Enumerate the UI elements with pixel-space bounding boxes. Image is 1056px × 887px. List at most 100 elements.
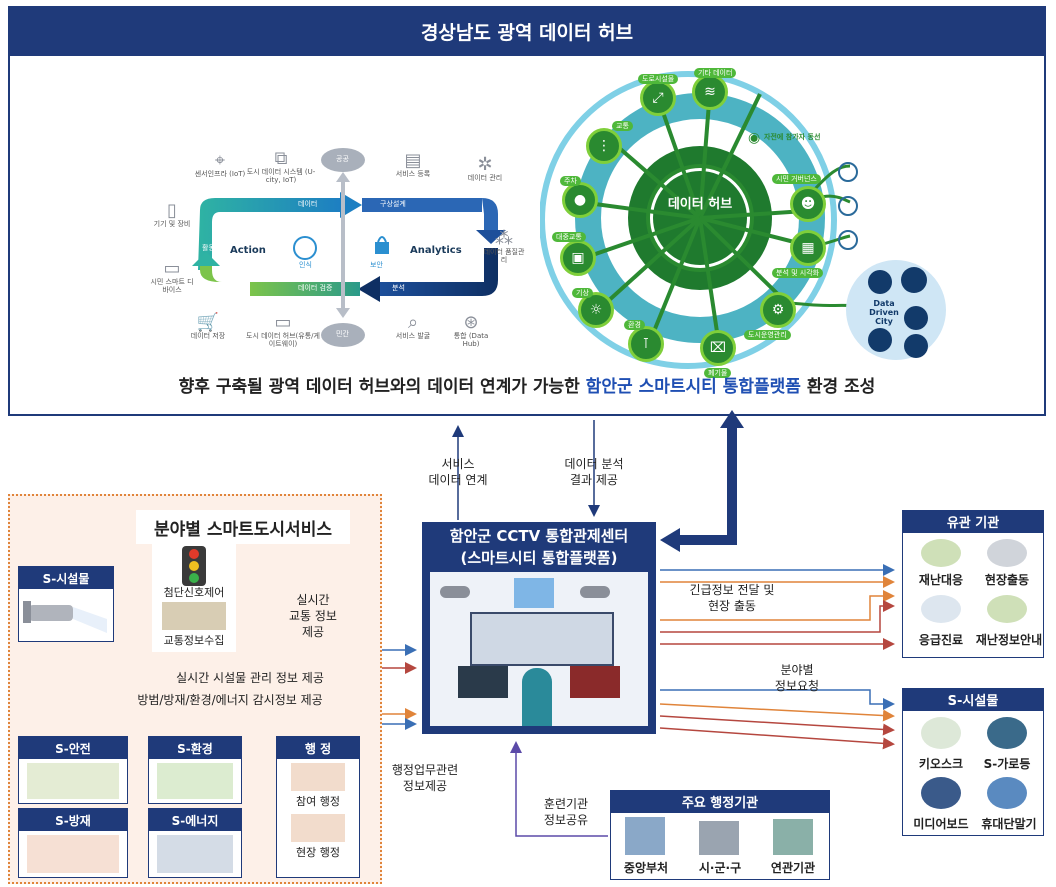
- storage-item: 🛒 데이터 저장: [186, 312, 230, 341]
- search-globe-icon: ⌕: [407, 312, 419, 333]
- integrate-item: ⊛ 통합 (Data Hub): [446, 312, 496, 348]
- hub-node-label: 도로시설물: [638, 74, 679, 84]
- services-title: 분야별 스마트도시서비스: [136, 510, 350, 544]
- citizen-node: ☻: [790, 186, 826, 222]
- hub-node-label: 도시운영관리: [744, 330, 791, 340]
- cloud-icon: [321, 148, 365, 172]
- tile-header: 행 정: [277, 737, 359, 759]
- tile-header: S-방재: [19, 809, 127, 831]
- drone-icon: [580, 586, 610, 598]
- analysis-result-label: 데이터 분석 결과 제공: [564, 457, 624, 488]
- facility-label: 미디어보드: [913, 817, 969, 831]
- cloud-top-label: 공공: [336, 155, 349, 163]
- control-room-illustration: [430, 572, 648, 726]
- wifi-title: 자전에 참가자 동선: [764, 133, 821, 141]
- tile-header: S-시설물: [19, 567, 113, 589]
- smartphone-icon: [838, 162, 858, 182]
- s-energy-tile: S-에너지: [148, 808, 242, 878]
- related-agencies-panel: 재난대응 현장출동 응급진료 재난정보안내: [902, 532, 1044, 658]
- center-title: 함안군 CCTV 통합관제센터 (스마트시티 통합플랫폼): [449, 527, 629, 567]
- disaster-illustration: [27, 835, 119, 873]
- facility-label: 휴대단말기: [981, 817, 1037, 831]
- agency-building-icon: [773, 819, 813, 855]
- related-agencies-header: 유관 기관: [902, 510, 1044, 532]
- monitoring-label: 방범/방재/환경/에너지 감시정보 제공: [137, 693, 323, 707]
- admin-info-label: 행정업무관련 정보제공: [391, 763, 459, 794]
- tablet-icon: ▭: [163, 258, 181, 279]
- quality-item: ⁂ 데이터 품질관리: [483, 228, 525, 264]
- drone-icon: [440, 586, 470, 598]
- s-facility-tile: S-시설물: [18, 566, 114, 642]
- car-icon: [904, 306, 928, 330]
- cycle-band-top-left: [198, 198, 340, 270]
- traffic-signal-block: 첨단신호제어 교통정보수집: [152, 542, 236, 652]
- data-driven-city-label: Data Driven City: [869, 299, 899, 326]
- city-street-illustration: [162, 602, 226, 630]
- thermometer-node: ⊺: [628, 326, 664, 362]
- clock-icon: [901, 267, 927, 293]
- city-hub-item: ▭ 도시 데이터 허브(유통/게이트웨이): [244, 312, 322, 348]
- hub-node-label: 기상: [572, 288, 593, 298]
- media-board-icon: [921, 777, 961, 809]
- lock-icon: [375, 242, 389, 254]
- cycle-analytics-label: Analytics: [410, 245, 462, 256]
- major-agencies-header: 주요 행정기관: [610, 790, 830, 812]
- cycle-bottom-left-label: 데이터 검증: [298, 284, 333, 292]
- cycle-center-right-label: 보안: [370, 261, 383, 269]
- hub-title: 경상남도 광역 데이터 허브: [8, 6, 1046, 56]
- tile-header: S-안전: [19, 737, 127, 759]
- related-label: 재난정보안내: [975, 633, 1043, 647]
- hub-node-label: 대중교통: [552, 232, 586, 242]
- medical-icon: [921, 595, 961, 623]
- cctv-camera-icon: [23, 601, 107, 633]
- monitor-left: [458, 666, 508, 698]
- participation-label: 참여 행정: [296, 795, 340, 808]
- related-label: 현장출동: [984, 573, 1030, 587]
- device-item: ▯ 기기 및 장비: [150, 200, 194, 229]
- network-icon: ⧉: [274, 148, 288, 169]
- tile-header: S-에너지: [149, 809, 241, 831]
- gauge-icon: [868, 270, 892, 294]
- cycle-left-label: 활동: [202, 244, 215, 252]
- traffic-light-icon: [182, 546, 206, 586]
- cycle-top-right-label: 구상설계: [380, 200, 406, 208]
- gateway-icon: ▭: [274, 312, 292, 333]
- hub-node-label: 폐기물: [704, 368, 732, 378]
- related-label: 응급진료: [918, 633, 964, 647]
- sensor-item: ⌖ 센서인프라 (IoT): [190, 150, 250, 179]
- hub-node-label: 분석 및 시각화: [772, 268, 824, 278]
- training-label: 훈련기관 정보공유: [543, 797, 589, 828]
- cycle-top-left-label: 데이터: [298, 200, 318, 208]
- s-facility-panel: 키오스크 S-가로등 미디어보드 휴대단말기: [902, 710, 1044, 836]
- phone-icon: ▯: [167, 200, 177, 221]
- cloud-icon: [321, 323, 365, 347]
- admin-tile: 행 정 참여 행정 현장 행정: [276, 736, 360, 878]
- cycle-action-label: Action: [230, 245, 266, 256]
- operator-figure: [522, 668, 552, 726]
- environment-illustration: [157, 763, 233, 799]
- building-icon: [904, 334, 928, 358]
- gears-node: ⚙: [760, 292, 796, 328]
- s-environment-tile: S-환경: [148, 736, 242, 804]
- data-manage-item: ✲ 데이터 관리: [460, 154, 510, 183]
- s-facility-header: S-시설물: [902, 688, 1044, 710]
- mobile-device-icon: [987, 777, 1027, 809]
- visualization-node: ▦: [790, 230, 826, 266]
- trash-node: ⌧: [700, 330, 736, 366]
- sensor-icon: ⌖: [214, 150, 226, 171]
- disaster-response-icon: [921, 539, 961, 567]
- safety-illustration: [27, 763, 119, 799]
- cart-icon: 🛒: [196, 312, 220, 333]
- tile-header: S-환경: [149, 737, 241, 759]
- service-link-label: 서비스 데이터 연계: [428, 457, 488, 488]
- hub-nodes-icon: ✲: [477, 154, 493, 175]
- data-hub-center-title: 데이터 허브: [667, 197, 733, 212]
- data-cycle-diagram: [192, 148, 506, 347]
- hub-node-label: 기타 데이터: [694, 68, 737, 78]
- police-car-icon: [987, 539, 1027, 567]
- agency-label: 시·군·구: [698, 861, 742, 875]
- buildings-icon: [514, 578, 554, 608]
- weather-node: ☼: [578, 292, 614, 328]
- city-hall-icon: [699, 821, 739, 855]
- hub-node-label: 환경: [624, 320, 645, 330]
